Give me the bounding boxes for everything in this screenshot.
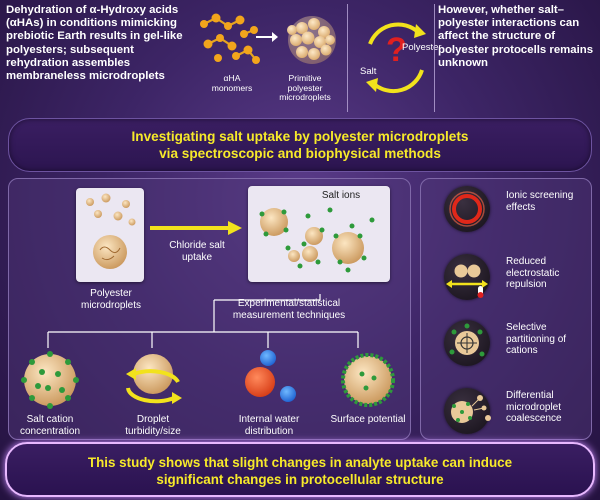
monomers-label: αHA monomers <box>211 73 253 93</box>
droplet-turbidity-icon <box>126 354 182 404</box>
effect-label-2: Reduced electrostatic repulsion <box>506 256 560 290</box>
technique-label-4: Surface potential <box>330 414 406 425</box>
water-molecule-icon <box>245 350 296 402</box>
surface-potential-icon <box>341 353 395 407</box>
banner-line-2: via spectroscopic and biophysical method… <box>159 146 441 161</box>
intro-text: Dehydration of α-Hydroxy acids (αHAs) in… <box>6 4 183 83</box>
effect-label-1: Ionic screening effects <box>506 190 574 213</box>
polyester-microdroplets-label: Polyester microdroplets <box>80 288 142 311</box>
effect-label-4: Differential microdroplet coalescence <box>506 390 562 424</box>
top-divider <box>347 4 348 112</box>
reduced-repulsion-icon <box>446 264 488 298</box>
salt-cation-concentration-icon <box>21 351 79 409</box>
conclusion-line-1: This study shows that slight changes in … <box>87 455 513 470</box>
monomers-illustration <box>200 13 260 64</box>
banner-line-1: Investigating salt uptake by polyester m… <box>131 129 469 144</box>
top-right-divider <box>434 4 435 112</box>
arrow-right-icon <box>256 32 278 42</box>
conclusion-line-2: significant changes in protocellular str… <box>156 472 444 487</box>
salt-cycle-label: Salt <box>360 66 377 77</box>
ionic-screening-icon <box>449 191 485 227</box>
chloride-salt-uptake-label: Chloride salt uptake <box>169 240 225 263</box>
technique-label-2: Droplet turbidity/size <box>125 414 181 437</box>
microdroplets-label: Primitive polyester microdroplets <box>279 73 331 103</box>
technique-connectors <box>47 294 359 348</box>
differential-coalescence-icon <box>451 395 491 423</box>
open-question-text: However, whether salt–polyester interact… <box>438 4 594 69</box>
effect-label-3: Selective partitioning of cations <box>506 322 567 356</box>
selective-partitioning-icon <box>449 323 485 357</box>
technique-label-1: Salt cation concentration <box>19 414 81 437</box>
conclusion-banner: This study shows that slight changes in … <box>5 442 595 497</box>
investigation-banner: Investigating salt uptake by polyester m… <box>8 118 592 172</box>
technique-label-3: Internal water distribution <box>238 414 300 437</box>
salt-ions-droplets-illustration <box>259 207 375 273</box>
polyester-cycle-label: Polyester <box>402 42 442 53</box>
polyester-droplet-illustration <box>86 193 136 269</box>
salt-ions-label: Salt ions <box>321 190 361 201</box>
effect-circle-1 <box>444 186 490 232</box>
salt-uptake-arrow-icon <box>150 221 242 235</box>
primitive-microdroplets-illustration <box>287 16 336 64</box>
question-mark: ? <box>386 31 407 69</box>
salt-polyester-cycle-icon <box>366 22 426 94</box>
techniques-label: Experimental/statistical measurement tec… <box>232 298 346 321</box>
